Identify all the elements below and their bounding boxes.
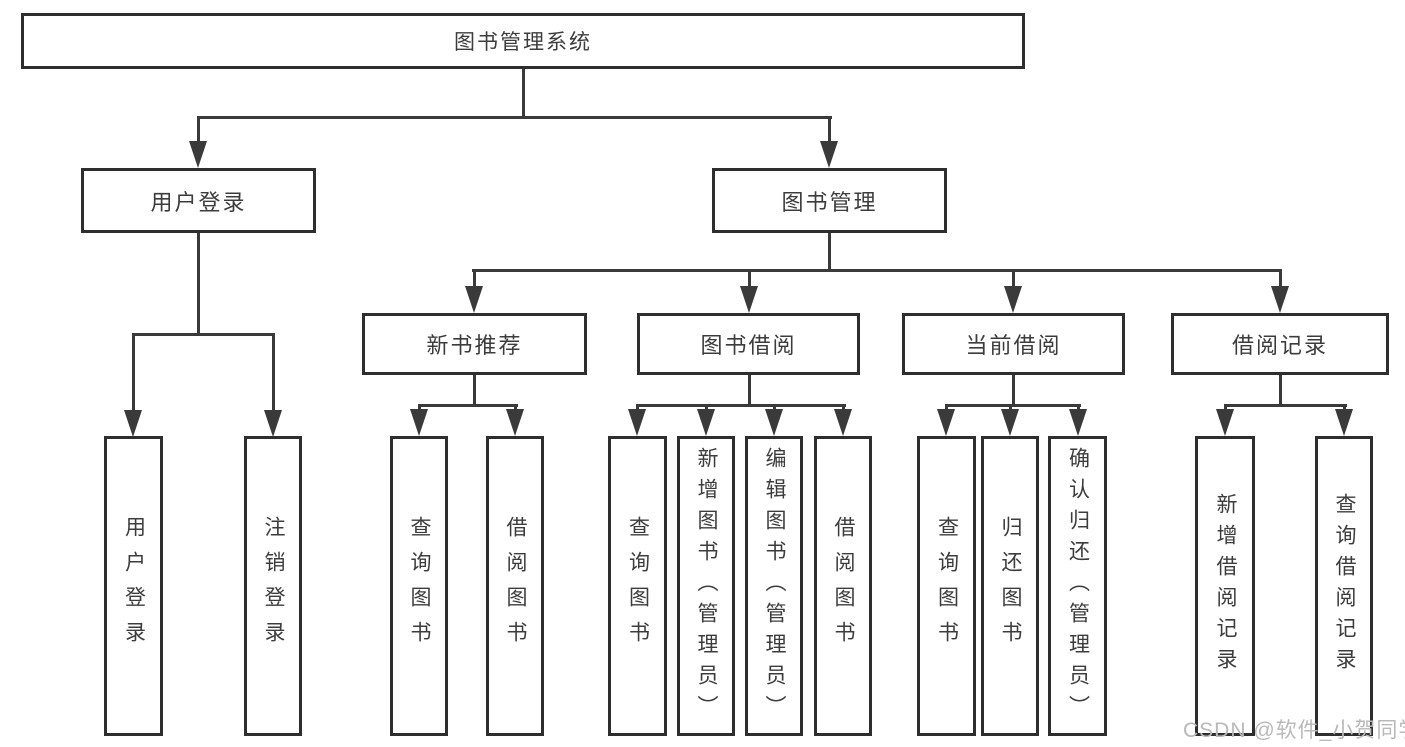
node-label: 确认归还（管理员）	[1066, 446, 1090, 726]
arrowhead-down-icon	[1216, 409, 1234, 436]
node-label: 查询借阅记录	[1333, 493, 1356, 679]
node-label: 借阅图书	[504, 516, 527, 656]
connector-line	[1279, 375, 1282, 407]
connector-line	[705, 404, 708, 412]
connector-line	[522, 69, 525, 119]
connector-line	[1224, 404, 1227, 412]
connector-line	[748, 375, 751, 407]
arrowhead-down-icon	[410, 409, 428, 436]
connector-line	[828, 233, 831, 272]
arrowhead-down-icon	[628, 409, 646, 436]
connector-line	[197, 116, 200, 146]
node-current-borrowing: 当前借阅	[902, 313, 1125, 375]
node-label: 借阅图书	[832, 516, 855, 656]
node-label: 图书借阅	[700, 333, 797, 358]
node-leaf-br-query: 查询借阅记录	[1315, 436, 1373, 736]
connector-line	[842, 404, 845, 412]
connector-line	[514, 404, 517, 412]
connector-line	[636, 404, 846, 407]
node-leaf-bb-add: 新增图书（管理员）	[677, 436, 735, 736]
connector-line	[1279, 269, 1282, 289]
connector-line	[773, 404, 776, 412]
watermark: CSDN @软件_小贺同学	[1183, 719, 1405, 742]
connector-line	[945, 404, 1081, 407]
node-label: 新增图书（管理员）	[695, 446, 718, 726]
node-leaf-bb-edit: 编辑图书（管理员）	[745, 436, 803, 736]
node-label: 用户登录	[150, 189, 247, 215]
connector-line	[1009, 404, 1012, 412]
connector-line	[132, 333, 275, 336]
node-book-borrowing: 图书借阅	[637, 313, 860, 375]
node-leaf-cb-confirm: 确认归还（管理员）	[1048, 436, 1107, 736]
connector-line	[473, 375, 476, 407]
node-leaf-cb-query: 查询图书	[917, 436, 976, 736]
node-label: 查询图书	[935, 516, 959, 656]
node-leaf-cb-return: 归还图书	[981, 436, 1039, 736]
arrowhead-down-icon	[937, 409, 955, 436]
connector-line	[1077, 404, 1080, 412]
arrowhead-down-icon	[697, 409, 715, 436]
arrowhead-down-icon	[189, 141, 207, 168]
connector-line	[272, 333, 275, 413]
connector-line	[748, 269, 751, 289]
node-label: 图书管理系统	[454, 31, 592, 54]
node-label: 新书推荐	[426, 333, 523, 358]
node-leaf-nb-query: 查询图书	[390, 436, 448, 736]
connector-line	[1343, 404, 1346, 412]
arrowhead-down-icon	[765, 409, 783, 436]
node-new-book-rec: 新书推荐	[362, 313, 587, 375]
connector-line	[945, 404, 948, 412]
connector-line	[828, 116, 831, 146]
node-leaf-bb-borrow: 借阅图书	[814, 436, 872, 736]
connector-line	[197, 116, 832, 119]
node-label: 新增借阅记录	[1214, 493, 1237, 679]
node-label: 图书管理	[781, 189, 878, 215]
connector-line	[1012, 375, 1015, 407]
node-label: 归还图书	[999, 516, 1022, 656]
arrowhead-down-icon	[1001, 409, 1019, 436]
connector-line	[418, 404, 518, 407]
node-leaf-bb-query: 查询图书	[608, 436, 667, 736]
connector-line	[636, 404, 639, 412]
arrowhead-down-icon	[1069, 409, 1087, 436]
node-leaf-logout: 注销登录	[244, 436, 302, 736]
node-leaf-nb-borrow: 借阅图书	[486, 436, 544, 736]
arrowhead-down-icon	[506, 409, 524, 436]
node-leaf-user-login: 用户登录	[104, 436, 163, 736]
node-label: 注销登录	[262, 516, 285, 656]
connector-line	[472, 269, 1282, 272]
node-book-management: 图书管理	[712, 168, 947, 233]
arrowhead-down-icon	[124, 410, 142, 437]
arrowhead-down-icon	[1335, 409, 1353, 436]
connector-line	[1224, 404, 1347, 407]
arrowhead-down-icon	[264, 410, 282, 437]
arrowhead-down-icon	[740, 286, 758, 313]
arrowhead-down-icon	[1271, 286, 1289, 313]
connector-line	[418, 404, 421, 412]
node-label: 当前借阅	[965, 333, 1062, 358]
node-label: 编辑图书（管理员）	[763, 446, 786, 726]
arrowhead-down-icon	[465, 286, 483, 313]
arrowhead-down-icon	[820, 141, 838, 168]
connector-line	[132, 333, 135, 413]
node-leaf-br-add: 新增借阅记录	[1195, 436, 1255, 736]
connector-line	[473, 269, 476, 289]
node-user-login: 用户登录	[81, 168, 316, 233]
connector-line	[197, 233, 200, 336]
node-label: 借阅记录	[1231, 333, 1328, 358]
arrowhead-down-icon	[1004, 286, 1022, 313]
node-label: 用户登录	[122, 516, 146, 656]
node-root: 图书管理系统	[21, 13, 1025, 69]
connector-line	[1012, 269, 1015, 289]
node-label: 查询图书	[626, 516, 650, 656]
arrowhead-down-icon	[834, 409, 852, 436]
node-label: 查询图书	[408, 516, 431, 656]
node-borrowing-records: 借阅记录	[1171, 313, 1389, 375]
